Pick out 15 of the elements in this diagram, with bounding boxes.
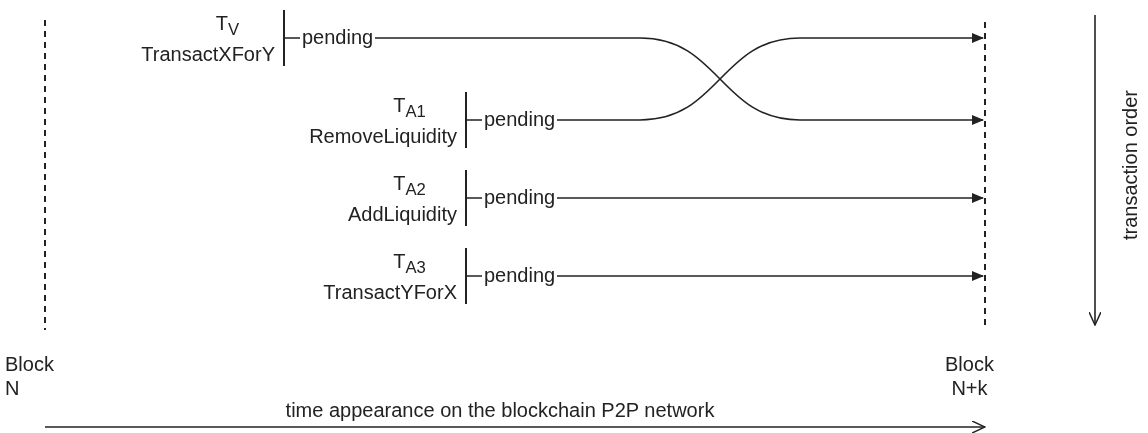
transaction-name: TransactXForY [140, 41, 275, 66]
transaction-name: RemoveLiquidity [308, 123, 457, 148]
transaction-symbol: T$_{A1}$ [392, 92, 427, 123]
axis-title: transaction order [1118, 88, 1142, 243]
transaction-symbol: T$_{V}$ [214, 10, 241, 41]
transaction-name: TransactYForX [322, 279, 457, 304]
transaction-symbol: T$_{A2}$ [392, 170, 427, 201]
transaction-symbol: T$_{A3}$ [392, 248, 427, 279]
block-label: Block N [5, 352, 54, 400]
axis-title: time appearance on the blockchain P2P network [284, 398, 716, 422]
arrow [466, 193, 984, 203]
arrow [284, 37, 984, 125]
arrow [466, 271, 984, 281]
block-label: Block N+k [945, 352, 994, 400]
transaction-name: AddLiquidity [347, 201, 457, 226]
